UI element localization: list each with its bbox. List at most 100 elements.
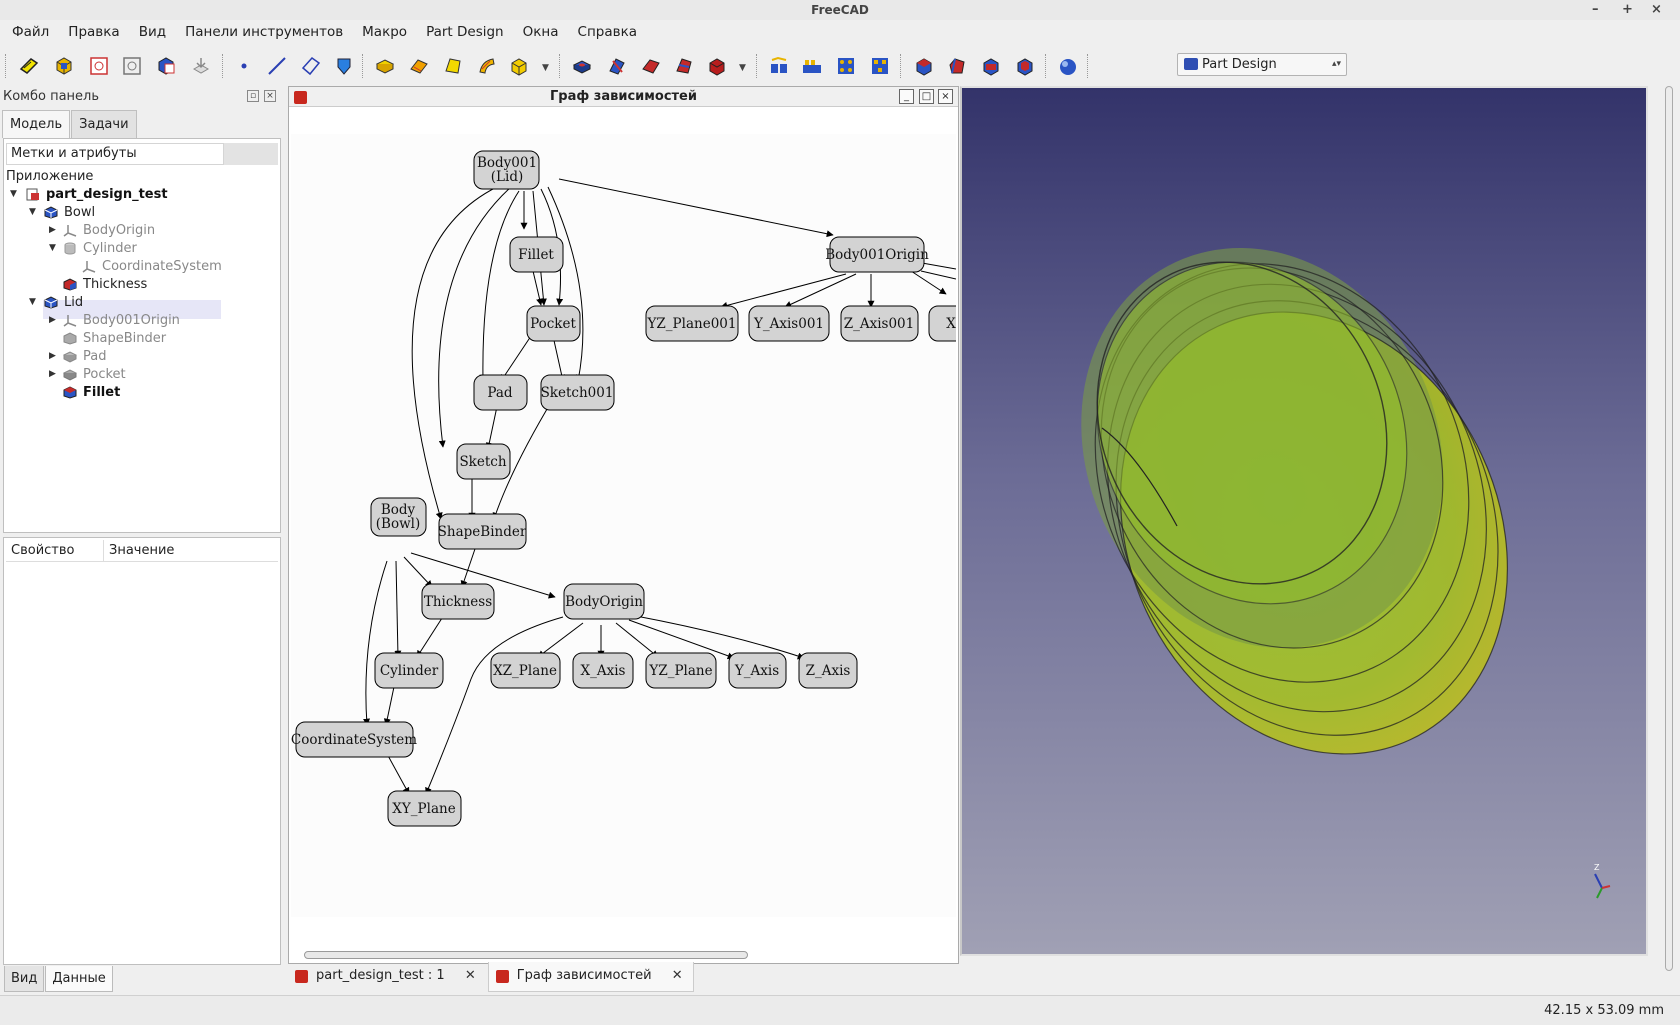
tab-dependency-graph[interactable]: Граф зависимостей ✕ — [487, 962, 694, 992]
graph-node-x-axis001[interactable] — [928, 305, 956, 342]
subtractive-dropdown-icon[interactable]: ▼ — [739, 63, 746, 73]
shapebinder-icon[interactable] — [190, 55, 212, 77]
close-panel-icon[interactable]: × — [264, 90, 276, 102]
graph-node-fillet[interactable] — [509, 236, 564, 273]
datum-line-icon[interactable] — [266, 55, 288, 77]
subtractive-primitive-icon[interactable] — [706, 55, 728, 77]
maximize-subwindow-button[interactable]: □ — [919, 89, 934, 104]
datum-plane-icon[interactable] — [300, 55, 322, 77]
graph-node-x-axis[interactable] — [572, 652, 634, 689]
thickness-icon[interactable] — [1014, 55, 1036, 77]
graph-node-y-axis[interactable] — [728, 652, 787, 689]
close-tab-icon[interactable]: ✕ — [464, 968, 476, 983]
graph-node-z-axis[interactable] — [798, 652, 858, 689]
additive-pipe-icon[interactable] — [476, 55, 498, 77]
boolean-icon[interactable] — [1057, 55, 1079, 77]
tree-item-pad[interactable]: ▶ Pad — [49, 347, 269, 366]
graph-canvas[interactable]: Body001 (Lid) Body001Origin Fillet Pocke… — [291, 109, 956, 940]
minimize-button[interactable]: – — [1592, 2, 1599, 17]
graph-node-y-axis001[interactable] — [748, 305, 830, 342]
expand-arrow-icon[interactable]: ▶ — [49, 369, 56, 379]
revolution-icon[interactable] — [408, 55, 430, 77]
labels-attributes-header[interactable]: Метки и атрибуты — [6, 143, 224, 165]
graph-node-z-axis001[interactable] — [840, 305, 919, 342]
expand-arrow-icon[interactable]: ▶ — [49, 351, 56, 361]
multitransform-icon[interactable] — [869, 55, 891, 77]
graph-node-pad[interactable] — [473, 374, 528, 411]
additive-primitive-icon[interactable] — [508, 55, 530, 77]
horizontal-scrollbar[interactable] — [304, 951, 748, 959]
menu-help[interactable]: Справка — [577, 24, 637, 40]
tree-item-bowl[interactable]: ▼ Bowl — [29, 203, 269, 222]
3d-view[interactable]: Z — [960, 86, 1648, 956]
pad-icon[interactable] — [374, 55, 396, 77]
linear-pattern-icon[interactable] — [801, 55, 823, 77]
graph-node-sketch[interactable] — [456, 443, 511, 480]
subtractive-loft-icon[interactable] — [673, 55, 695, 77]
graph-node-yz-plane001[interactable] — [645, 305, 739, 342]
chamfer-icon[interactable] — [946, 55, 968, 77]
graph-node-sketch001[interactable] — [540, 374, 615, 411]
graph-node-pocket[interactable] — [526, 305, 581, 342]
menu-file[interactable]: Файл — [12, 24, 50, 40]
mirrored-icon[interactable] — [768, 55, 790, 77]
collapse-arrow-icon[interactable]: ▼ — [10, 189, 17, 199]
menu-toolbars[interactable]: Панели инструментов — [185, 24, 344, 40]
menu-part-design[interactable]: Part Design — [426, 24, 504, 40]
vertical-scrollbar[interactable] — [1662, 86, 1676, 980]
create-sketch-icon[interactable] — [88, 55, 110, 77]
pocket-icon[interactable] — [571, 55, 593, 77]
tab-data[interactable]: Данные — [45, 966, 113, 992]
float-panel-icon[interactable]: ▫ — [247, 90, 259, 102]
tree-item-lid[interactable]: ▼ Lid — [29, 293, 269, 312]
primitive-dropdown-icon[interactable]: ▼ — [542, 63, 549, 73]
datum-point-icon[interactable] — [233, 55, 255, 77]
tab-view[interactable]: Вид — [4, 966, 45, 992]
hole-icon[interactable] — [606, 55, 628, 77]
graph-node-coordinatesystem[interactable] — [295, 721, 414, 758]
workbench-selector[interactable]: Part Design ▴▾ — [1177, 53, 1347, 76]
validate-sketch-icon[interactable] — [121, 55, 143, 77]
polar-pattern-icon[interactable] — [835, 55, 857, 77]
value-column-header[interactable]: Значение — [109, 543, 175, 558]
expand-arrow-icon[interactable]: ▶ — [49, 315, 56, 325]
close-button[interactable]: × — [1651, 2, 1662, 17]
graph-node-body001origin[interactable] — [829, 236, 925, 273]
groove-icon[interactable] — [640, 55, 662, 77]
graph-node-xz-plane[interactable] — [490, 652, 561, 689]
maximize-button[interactable]: + — [1622, 2, 1633, 17]
menu-macro[interactable]: Макро — [362, 24, 408, 40]
collapse-arrow-icon[interactable]: ▼ — [49, 243, 56, 253]
graph-node-body[interactable] — [370, 497, 427, 537]
map-sketch-icon[interactable] — [155, 55, 177, 77]
menu-edit[interactable]: Правка — [68, 24, 120, 40]
minimize-subwindow-button[interactable]: _ — [899, 89, 914, 104]
tree-item-thickness[interactable]: Thickness — [63, 275, 263, 294]
close-tab-icon[interactable]: ✕ — [671, 968, 683, 983]
graph-node-bodyorigin[interactable] — [563, 583, 645, 620]
tree-item-body001origin[interactable]: ▶ Body001Origin — [49, 311, 269, 330]
draft-icon[interactable] — [980, 55, 1002, 77]
tree-item-shapebinder[interactable]: ShapeBinder — [63, 329, 263, 348]
graph-node-yz-plane[interactable] — [645, 652, 717, 689]
tab-model[interactable]: Модель — [2, 110, 71, 138]
tree-item-bodyorigin[interactable]: ▶ BodyOrigin — [49, 221, 269, 240]
create-body-icon[interactable] — [18, 55, 40, 77]
tree-item-cylinder[interactable]: ▼ Cylinder — [49, 239, 269, 258]
tree-item-coordinatesystem[interactable]: CoordinateSystem — [82, 257, 272, 276]
local-coordinate-system-icon[interactable] — [333, 55, 355, 77]
fillet-icon[interactable] — [913, 55, 935, 77]
close-subwindow-button[interactable]: × — [938, 89, 953, 104]
graph-node-xy-plane[interactable] — [387, 790, 462, 827]
tree-item-part-design-test[interactable]: ▼ part_design_test — [10, 185, 270, 204]
collapse-arrow-icon[interactable]: ▼ — [29, 207, 36, 217]
graph-node-thickness[interactable] — [421, 583, 495, 620]
create-part-icon[interactable] — [53, 55, 75, 77]
graph-node-cylinder[interactable] — [374, 652, 444, 689]
additive-loft-icon[interactable] — [442, 55, 464, 77]
property-column-header[interactable]: Свойство — [6, 540, 104, 561]
collapse-arrow-icon[interactable]: ▼ — [29, 297, 36, 307]
menu-view[interactable]: Вид — [138, 24, 167, 40]
graph-node-shapebinder[interactable] — [438, 513, 527, 550]
tab-tasks[interactable]: Задачи — [71, 110, 137, 138]
